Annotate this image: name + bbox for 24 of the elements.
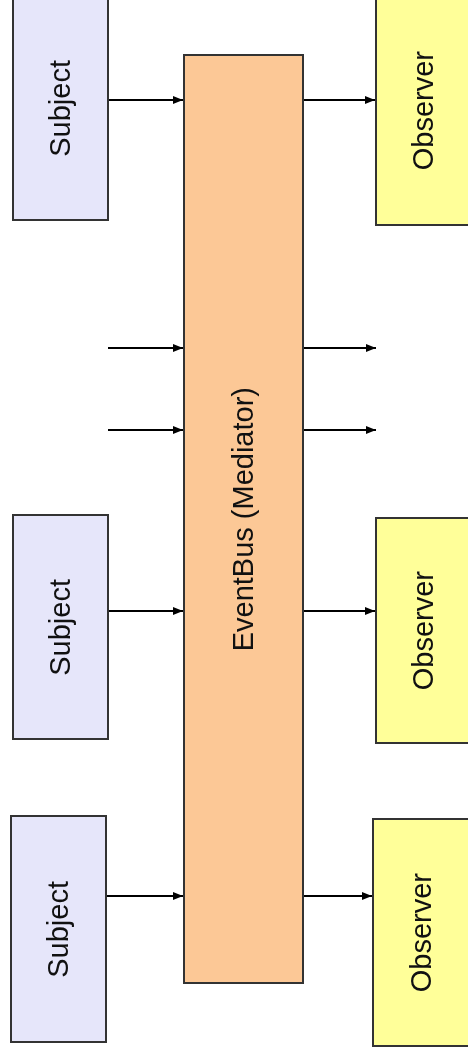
observer-box [372, 818, 468, 1047]
box-label: Subject [42, 880, 75, 978]
arrow [303, 344, 377, 352]
box-label: Subject [44, 578, 77, 676]
arrow [107, 344, 184, 352]
box-label: Observer [406, 51, 440, 171]
arrow [108, 607, 184, 615]
arrow [108, 96, 184, 104]
subject-box [10, 815, 107, 1043]
observer-box [375, 517, 468, 744]
arrow [303, 892, 373, 900]
event-bus-box [183, 54, 304, 984]
arrow [303, 426, 377, 434]
box-label: Subject [44, 60, 77, 157]
arrow [106, 892, 184, 900]
arrow [107, 426, 184, 434]
observer-box [375, 0, 468, 226]
box-label: Observer [405, 872, 438, 993]
arrow [303, 96, 376, 104]
arrow [303, 607, 376, 615]
box-label: Observer [406, 570, 440, 691]
subject-box [12, 0, 109, 221]
box-label: EventBus (Mediator) [227, 386, 260, 652]
subject-box [12, 514, 109, 740]
